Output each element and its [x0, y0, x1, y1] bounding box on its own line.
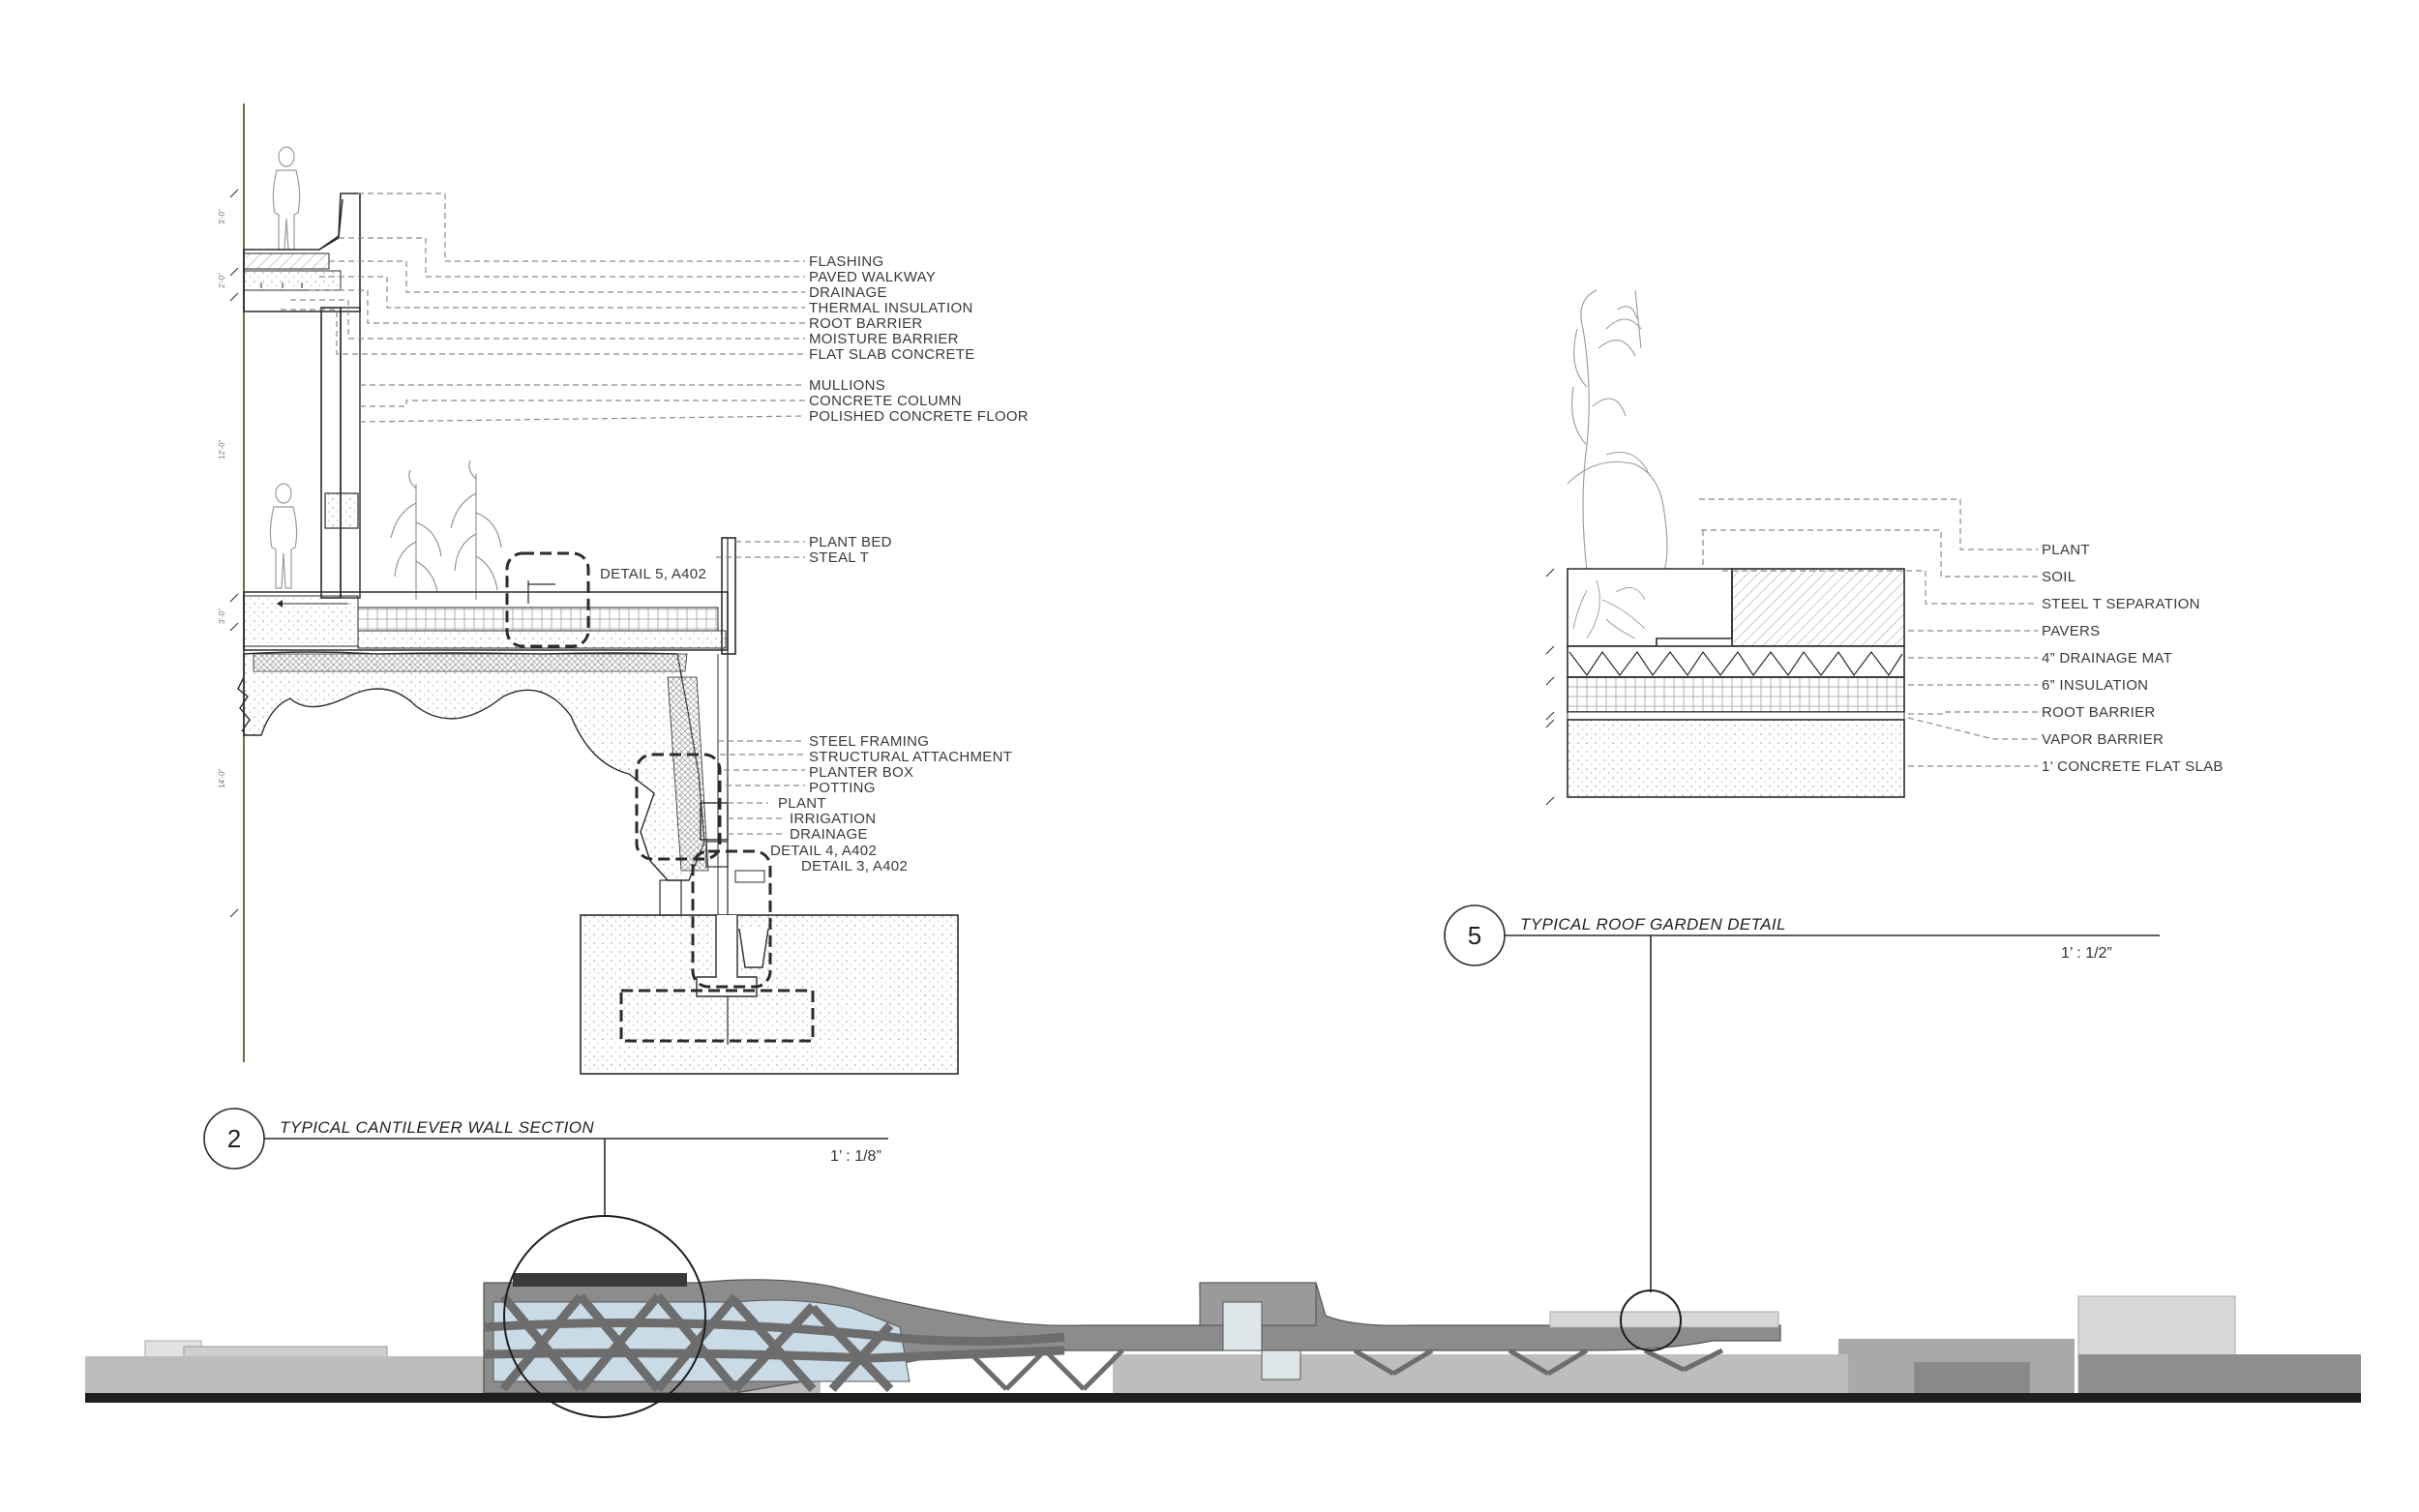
human-figure-lower — [269, 483, 298, 589]
label-insulation: 6” INSULATION — [2042, 677, 2148, 694]
corn-plants — [390, 460, 502, 600]
cantilever-wall-section: 3'-0" 2'-0" 12'-0" 3'-0" 14'-0" — [218, 104, 959, 1075]
title-number-2: 2 — [227, 1124, 241, 1153]
label-root-barrier-roof: ROOT BARRIER — [2042, 704, 2156, 721]
title-block-section: 2 TYPICAL CANTILEVER WALL SECTION 1’ : 1… — [203, 1108, 888, 1215]
label-steel-framing: STEEL FRAMING — [809, 733, 929, 750]
roof-scale: 1’ : 1/2” — [2061, 945, 2112, 962]
section-labels: FLASHING PAVED WALKWAY DRAINAGE THERMAL … — [600, 253, 1029, 875]
label-concrete-flat-slab: 1’ CONCRETE FLAT SLAB — [2042, 758, 2224, 775]
svg-text:2'-0": 2'-0" — [218, 273, 226, 288]
label-steel-t-separation: STEEL T SEPARATION — [2042, 596, 2200, 612]
svg-text:3'-0": 3'-0" — [218, 209, 226, 224]
label-planter-box: PLANTER BOX — [809, 764, 913, 781]
label-plant-wall: PLANT — [778, 795, 826, 812]
label-vapor-barrier: VAPOR BARRIER — [2042, 731, 2164, 748]
roof-title: TYPICAL ROOF GARDEN DETAIL — [1520, 915, 1786, 934]
label-mullions: MULLIONS — [809, 377, 885, 394]
label-detail-3: DETAIL 3, A402 — [801, 858, 908, 875]
building-elevation — [85, 1215, 2361, 1418]
label-flat-slab-concrete: FLAT SLAB CONCRETE — [809, 346, 975, 363]
label-thermal-insulation: THERMAL INSULATION — [809, 300, 973, 316]
roof-garden-detail — [1545, 289, 1905, 806]
section-leaders — [281, 193, 806, 835]
corn-plant-large — [1567, 289, 1668, 572]
label-structural-attachment: STRUCTURAL ATTACHMENT — [809, 749, 1012, 765]
label-plant-bed: PLANT BED — [809, 534, 892, 550]
diagrid-structure — [483, 1293, 1065, 1393]
section-title: TYPICAL CANTILEVER WALL SECTION — [280, 1118, 594, 1137]
label-pavers: PAVERS — [2042, 623, 2100, 639]
label-plant: PLANT — [2042, 542, 2090, 558]
svg-text:14'-0": 14'-0" — [218, 768, 226, 788]
dimension-ticks — [229, 189, 239, 918]
label-steal-t: STEAL T — [809, 549, 869, 566]
label-potting: POTTING — [809, 780, 876, 796]
label-polished-concrete-floor: POLISHED CONCRETE FLOOR — [809, 408, 1029, 425]
label-paved-walkway: PAVED WALKWAY — [809, 269, 936, 285]
label-soil: SOIL — [2042, 569, 2076, 585]
svg-text:3'-0": 3'-0" — [218, 608, 226, 624]
label-irrigation: IRRIGATION — [790, 811, 876, 827]
label-root-barrier: ROOT BARRIER — [809, 315, 923, 332]
label-moisture-barrier: MOISTURE BARRIER — [809, 331, 959, 347]
label-detail-5: DETAIL 5, A402 — [600, 566, 706, 582]
label-concrete-column: CONCRETE COLUMN — [809, 393, 962, 409]
roof-labels: PLANT SOIL STEEL T SEPARATION PAVERS 4” … — [2042, 542, 2224, 775]
section-scale: 1’ : 1/8” — [830, 1148, 881, 1165]
title-number-5: 5 — [1468, 921, 1481, 950]
label-detail-4: DETAIL 4, A402 — [770, 843, 877, 859]
svg-text:12'-0": 12'-0" — [218, 439, 226, 460]
roots — [1572, 579, 1646, 639]
title-block-roof: 5 TYPICAL ROOF GARDEN DETAIL 1’ : 1/2” — [1444, 904, 2160, 1292]
label-drainage-wall: DRAINAGE — [790, 826, 868, 843]
label-flashing: FLASHING — [809, 253, 883, 270]
human-figure-upper — [272, 146, 301, 251]
label-drainage-roof: DRAINAGE — [809, 284, 887, 301]
label-drainage-mat: 4” DRAINAGE MAT — [2042, 650, 2172, 667]
roof-leaders — [1699, 498, 2038, 767]
